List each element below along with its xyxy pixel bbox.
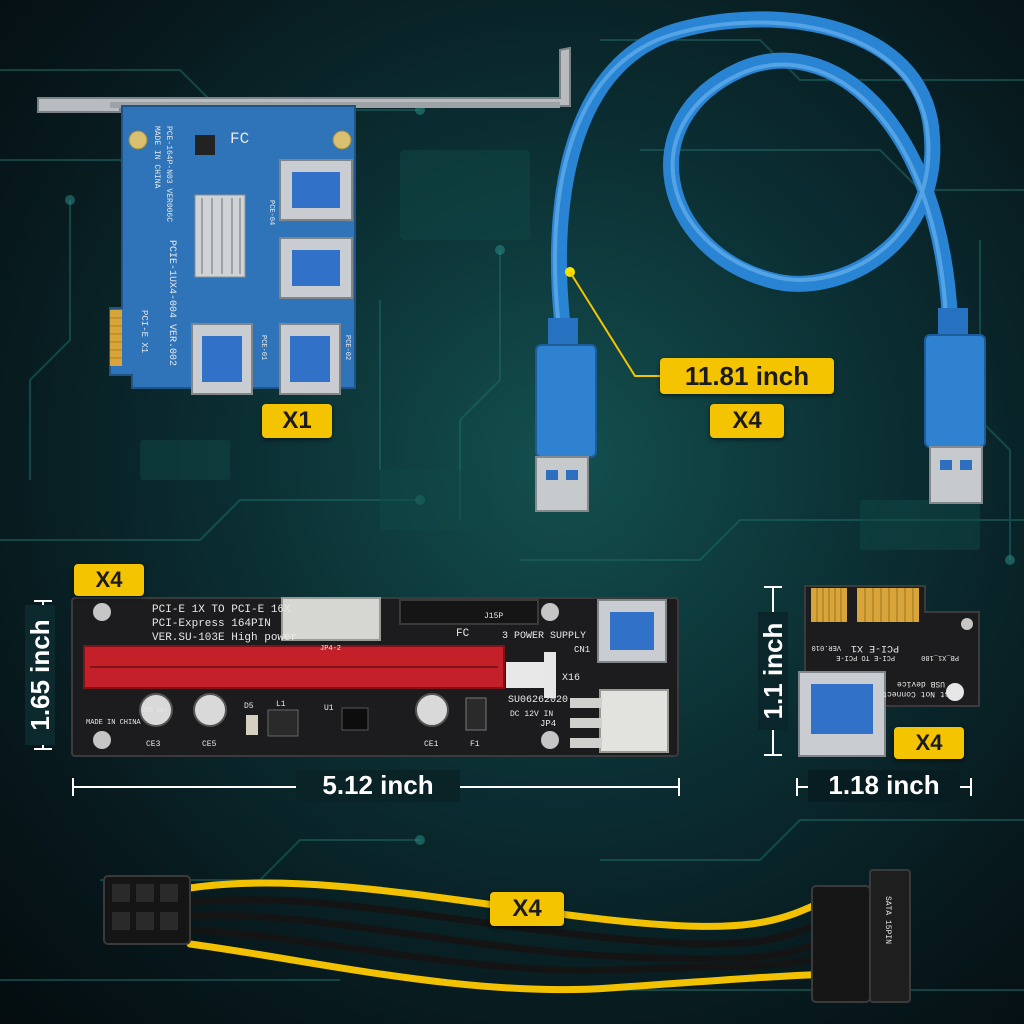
riser-height-cap-bottom [34,748,52,750]
riser-silk-dc: DC 12V IN [510,710,553,719]
riser-silk-line3: VER.SU-103E High power [152,632,297,644]
riser-silk-made: MADE IN CHINA [86,719,141,727]
riser-silk-x16: X16 [562,673,580,684]
silk-pcie-x1: PCI-E X1 [139,310,149,353]
small-height-label: 1.1 inch [758,612,788,730]
usb-plug-right [924,308,986,504]
small-height-cap-top [764,586,782,588]
length-badge-usb-cable: 11.81 inch [660,358,834,394]
riser-silk-jp42: JP4-2 [320,645,341,653]
small-width-cap-left [796,778,798,796]
pcie-adapter-card: FC MADE IN CHINA PCE-164P-N03 VER006C PC… [37,46,571,395]
riser-width-cap-left [72,778,74,796]
riser-silk-serial: SU06262020 [508,695,568,706]
qty-badge-small-adapter: X4 [894,727,964,759]
silk-pce02: PCE-02 [343,335,351,360]
usb-plug-left [535,318,597,512]
small-silk-line4: PB_X1_180 [921,653,959,661]
qty-badge-power-cable: X4 [490,892,564,926]
silk-made: MADE IN CHINA [152,126,161,189]
usb-port-bottom-1 [191,323,253,395]
riser-silk-line1: PCI-E 1X TO PCI-E 16X [152,604,291,616]
sata-label: SATA 15PIN [883,896,892,944]
silk-version: PCIE-1UX4-004 VER.002 [166,240,177,366]
riser-silk-jp4: JP4 [540,719,556,729]
small-silk-warn2: Must Not Connect [882,689,959,698]
riser-silk-fc: FC [456,628,470,640]
small-height-cap-bottom [764,754,782,756]
usb-port-top-2 [279,237,353,299]
usb-extension-cable [535,11,986,512]
qty-badge-adapter-card: X1 [262,404,332,438]
qty-badge-riser-board: X4 [74,564,144,596]
small-silk-line3: VER.010 [812,643,841,651]
riser-silk-line2: PCI-Express 164PIN [152,618,271,630]
riser-silk-ce5: CE5 [202,740,217,749]
silk-model: PCE-164P-N03 VER006C [164,126,173,222]
riser-silk-u1: U1 [324,704,334,713]
heatsink [194,194,246,278]
usb-port-bottom-2 [279,323,341,395]
riser-silk-l1: L1 [276,700,286,709]
riser-silk-ce3: CE3 [146,740,161,749]
riser-height-label: 1.65 inch [25,605,55,745]
pcie-riser-board: PCI-E 1X TO PCI-E 16X PCI-Express 164PIN… [71,597,679,757]
silk-fc: FC [230,130,249,148]
riser-silk-f1: F1 [470,740,480,749]
pcie-6pin-connector [103,875,191,945]
riser-silk-ce1: CE1 [424,740,439,749]
qty-badge-usb-cable: X4 [710,404,784,438]
sata-power-connector: SATA 15PIN [811,869,911,1003]
riser-width-cap-right [678,778,680,796]
small-silk-line1: PCI-E X1 [851,642,899,653]
small-pcie-x1-adapter: PCI-E X1 PCI-E TO PCI-E VER.010 PB_X1_18… [798,585,980,757]
riser-silk-j15p: J15P [484,612,503,621]
small-width-cap-right [970,778,972,796]
silk-pce01: PCE-01 [259,335,267,360]
usb-port-top-1 [279,159,353,221]
pcie-6pin-to-sata-cable: SATA 15PIN [103,869,911,1003]
riser-silk-cap: 220 16V [142,707,168,714]
silk-pce04: PCE-04 [267,200,275,225]
riser-silk-power: 3 POWER SUPPLY [502,631,586,642]
riser-silk-cn1: CN1 [574,645,590,655]
small-width-label: 1.18 inch [808,770,960,802]
small-silk-line2: PCI-E TO PCI-E [836,653,895,661]
riser-height-cap-top [34,600,52,602]
riser-width-label: 5.12 inch [296,770,460,802]
riser-silk-d5: D5 [244,702,254,711]
small-silk-warn1: USB device [897,679,945,688]
